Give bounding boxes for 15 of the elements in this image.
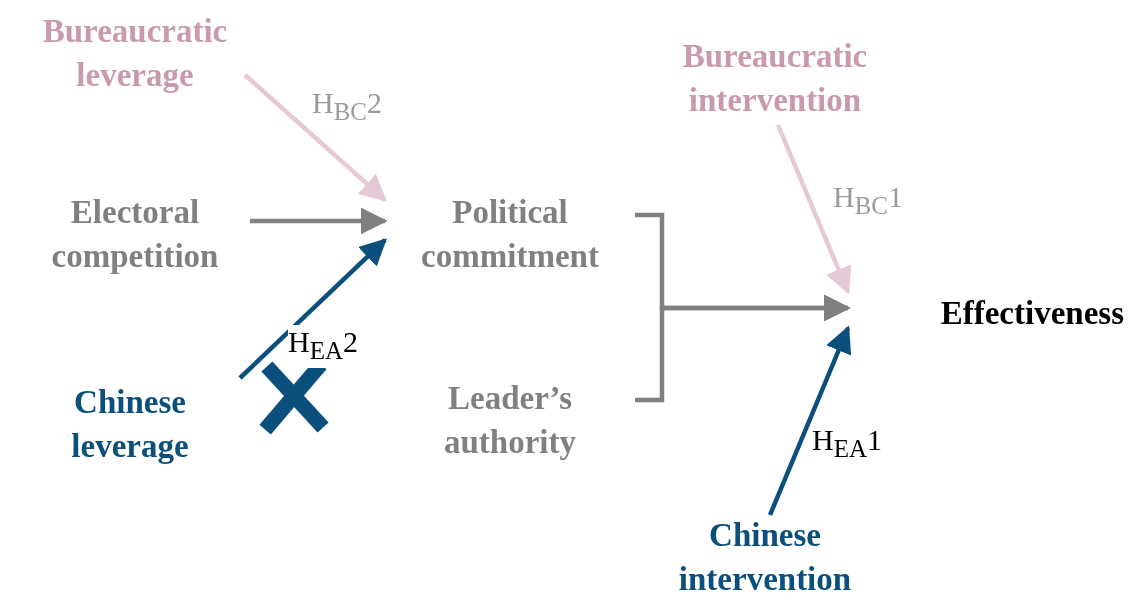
- node-label: Bureaucratic intervention: [681, 36, 869, 120]
- node-label: Effectiveness: [940, 294, 1124, 333]
- node-label: Leader’s authority: [443, 378, 577, 462]
- arrow: [250, 207, 388, 235]
- node-label: Electoral competition: [50, 193, 220, 276]
- arrow: [635, 294, 851, 403]
- node-label: Chinese intervention: [677, 516, 853, 599]
- edge-label: H$_{EA}$2: [288, 325, 358, 368]
- arrow: [243, 73, 387, 202]
- arrow: [775, 124, 852, 295]
- node-label: Bureaucratic leverage: [41, 11, 229, 95]
- arrow: [238, 238, 387, 380]
- arrow: [767, 325, 852, 516]
- node-label: Chinese leverage: [70, 383, 190, 466]
- node-label: Political commitment: [420, 193, 600, 276]
